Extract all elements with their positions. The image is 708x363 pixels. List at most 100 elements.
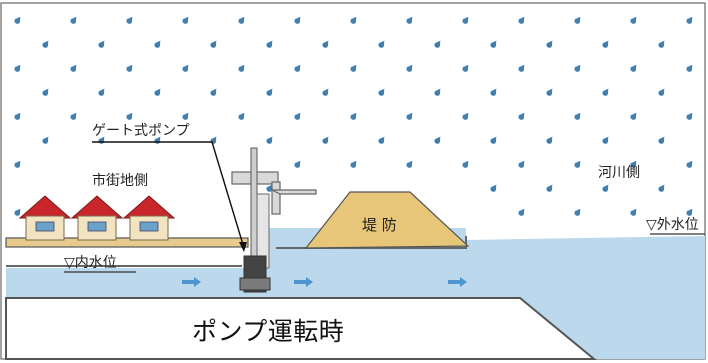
- rain-drop-icon: [350, 16, 357, 24]
- rain-drop-icon: [406, 64, 413, 72]
- rain-drop-icon: [518, 160, 525, 168]
- rain-drop-icon: [294, 112, 301, 120]
- rain-drop-icon: [294, 160, 301, 168]
- rain-drop-icon: [14, 160, 21, 168]
- gate-pump: [231, 147, 317, 293]
- houses: [18, 195, 176, 241]
- rain-drop-icon: [686, 16, 693, 24]
- rain-drop-icon: [378, 88, 385, 96]
- rain-drop-icon: [266, 40, 273, 48]
- rain-drop-icon: [70, 64, 77, 72]
- rain-drop-icon: [322, 88, 329, 96]
- house-icon: [122, 195, 176, 241]
- rain-drop-icon: [602, 184, 609, 192]
- levee-label: 堤 防: [362, 216, 397, 234]
- rain-drop-icon: [42, 40, 49, 48]
- rain-drop-icon: [350, 160, 357, 168]
- rain-drop-icon: [518, 64, 525, 72]
- rain-drop-icon: [322, 136, 329, 144]
- rain-drop-icon: [658, 88, 665, 96]
- rain-drop-icon: [602, 40, 609, 48]
- rain-drop-icon: [98, 40, 105, 48]
- rain-drop-icon: [462, 160, 469, 168]
- rain-drop-icon: [490, 40, 497, 48]
- house-icon: [18, 195, 72, 241]
- rain-drop-icon: [574, 208, 581, 216]
- rain-drop-icon: [406, 112, 413, 120]
- pump-label: ゲート式ポンプ: [92, 123, 190, 139]
- rain-drop-icon: [294, 64, 301, 72]
- rain-drop-icon: [490, 184, 497, 192]
- rain-drop-icon: [238, 112, 245, 120]
- rain-drop-icon: [378, 40, 385, 48]
- rain-drop-icon: [14, 208, 21, 216]
- rain-drop-icon: [322, 40, 329, 48]
- rain-drop-icon: [182, 64, 189, 72]
- rain-drop-icon: [630, 160, 637, 168]
- rain-drop-icon: [658, 40, 665, 48]
- rain-layer: [14, 16, 693, 216]
- rain-drop-icon: [546, 40, 553, 48]
- house-icon: [70, 195, 124, 241]
- rain-drop-icon: [238, 64, 245, 72]
- rain-drop-icon: [686, 208, 693, 216]
- rain-drop-icon: [14, 16, 21, 24]
- rain-drop-icon: [630, 64, 637, 72]
- channel-bottom: [5, 297, 597, 360]
- rain-drop-icon: [266, 136, 273, 144]
- rain-drop-icon: [630, 112, 637, 120]
- river-water: [6, 228, 705, 359]
- rain-drop-icon: [126, 16, 133, 24]
- rain-drop-icon: [490, 136, 497, 144]
- rain-drop-icon: [462, 64, 469, 72]
- rain-drop-icon: [238, 16, 245, 24]
- rain-drop-icon: [686, 64, 693, 72]
- rain-drop-icon: [182, 112, 189, 120]
- rain-drop-icon: [546, 184, 553, 192]
- rain-drop-icon: [406, 16, 413, 24]
- rain-drop-icon: [70, 16, 77, 24]
- rain-drop-icon: [434, 88, 441, 96]
- rain-drop-icon: [350, 112, 357, 120]
- rain-drop-icon: [574, 112, 581, 120]
- rain-drop-icon: [574, 160, 581, 168]
- flow-arrows: [182, 277, 467, 287]
- rain-drop-icon: [434, 136, 441, 144]
- rain-drop-icon: [266, 88, 273, 96]
- rain-drop-icon: [518, 112, 525, 120]
- rain-drop-icon: [126, 64, 133, 72]
- rain-drop-icon: [602, 88, 609, 96]
- rain-drop-icon: [574, 64, 581, 72]
- rain-drop-icon: [518, 16, 525, 24]
- rain-drop-icon: [42, 88, 49, 96]
- city-ground: [5, 237, 249, 248]
- rain-drop-icon: [574, 16, 581, 24]
- rain-drop-icon: [14, 112, 21, 120]
- rain-drop-icon: [378, 136, 385, 144]
- rain-drop-icon: [182, 16, 189, 24]
- pump-label-leader: [92, 141, 245, 249]
- rain-drop-icon: [350, 64, 357, 72]
- rain-drop-icon: [602, 136, 609, 144]
- rain-drop-icon: [406, 160, 413, 168]
- rain-drop-icon: [658, 136, 665, 144]
- rain-drop-icon: [294, 16, 301, 24]
- rain-drop-icon: [462, 16, 469, 24]
- river-side-label: 河川側: [598, 165, 640, 181]
- rain-drop-icon: [210, 88, 217, 96]
- rain-drop-icon: [462, 112, 469, 120]
- rain-drop-icon: [686, 160, 693, 168]
- pump-label-leader-arrowhead: [239, 242, 247, 252]
- rain-drop-icon: [42, 136, 49, 144]
- rain-drop-icon: [154, 40, 161, 48]
- rain-drop-icon: [210, 40, 217, 48]
- rain-drop-icon: [630, 16, 637, 24]
- rain-drop-icon: [630, 208, 637, 216]
- caption: ポンプ運転時: [192, 317, 345, 346]
- rain-drop-icon: [266, 184, 273, 192]
- rain-drop-icon: [546, 136, 553, 144]
- rain-drop-icon: [518, 208, 525, 216]
- rain-drop-icon: [658, 184, 665, 192]
